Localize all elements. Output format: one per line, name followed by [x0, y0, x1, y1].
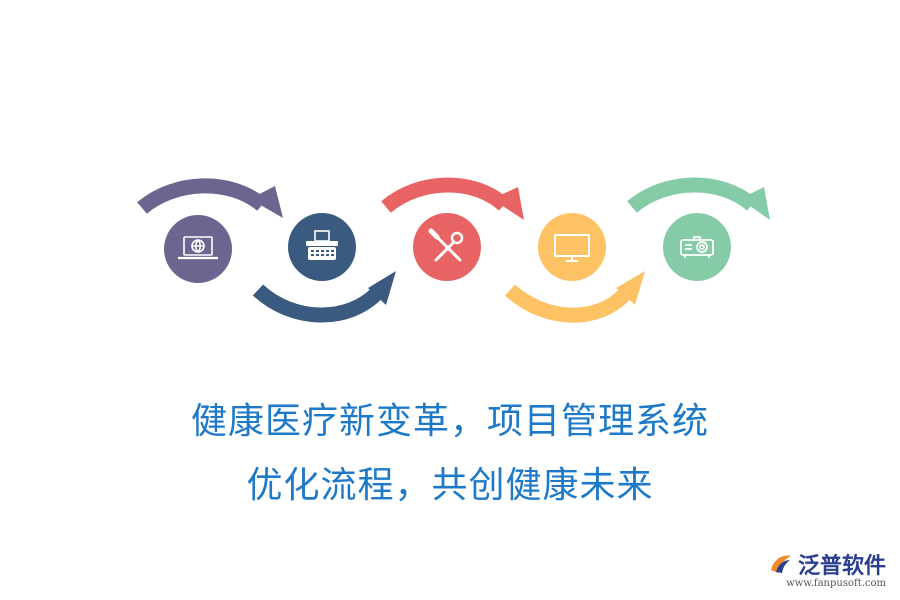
step-5 [663, 213, 731, 281]
projector-icon [680, 236, 714, 258]
arrow-green-head [740, 187, 770, 220]
brand-watermark: 泛普软件 www.fanpusoft.com [768, 548, 886, 589]
arrow-yellow [504, 284, 632, 323]
arrow-navy [252, 284, 384, 323]
arrow-navy-head [368, 271, 396, 305]
flow-arrows [137, 177, 770, 323]
brand-row: 泛普软件 [768, 548, 886, 580]
step-2 [288, 213, 356, 281]
step-1 [164, 215, 232, 283]
arrow-red [381, 177, 510, 213]
fanpu-logo-icon [770, 555, 791, 573]
brand-url: www.fanpusoft.com [786, 578, 886, 589]
headline-line-1: 健康医疗新变革，项目管理系统 [190, 401, 709, 442]
step-4-circle [538, 213, 606, 281]
headline-line-2: 优化流程，共创健康未来 [246, 465, 654, 506]
step-4 [538, 213, 606, 281]
brand-name: 泛普软件 [797, 554, 886, 579]
monitor-icon [554, 234, 590, 262]
typewriter-icon [306, 230, 338, 260]
arrow-red-head [492, 187, 524, 220]
tools-icon [428, 228, 464, 262]
laptop-globe-icon [178, 236, 218, 260]
arrow-purple-head [250, 186, 283, 218]
arrow-purple [137, 178, 267, 214]
arrow-green [627, 177, 758, 213]
step-1-circle [164, 215, 232, 283]
arrow-yellow-head [616, 271, 645, 305]
step-3 [413, 213, 481, 281]
